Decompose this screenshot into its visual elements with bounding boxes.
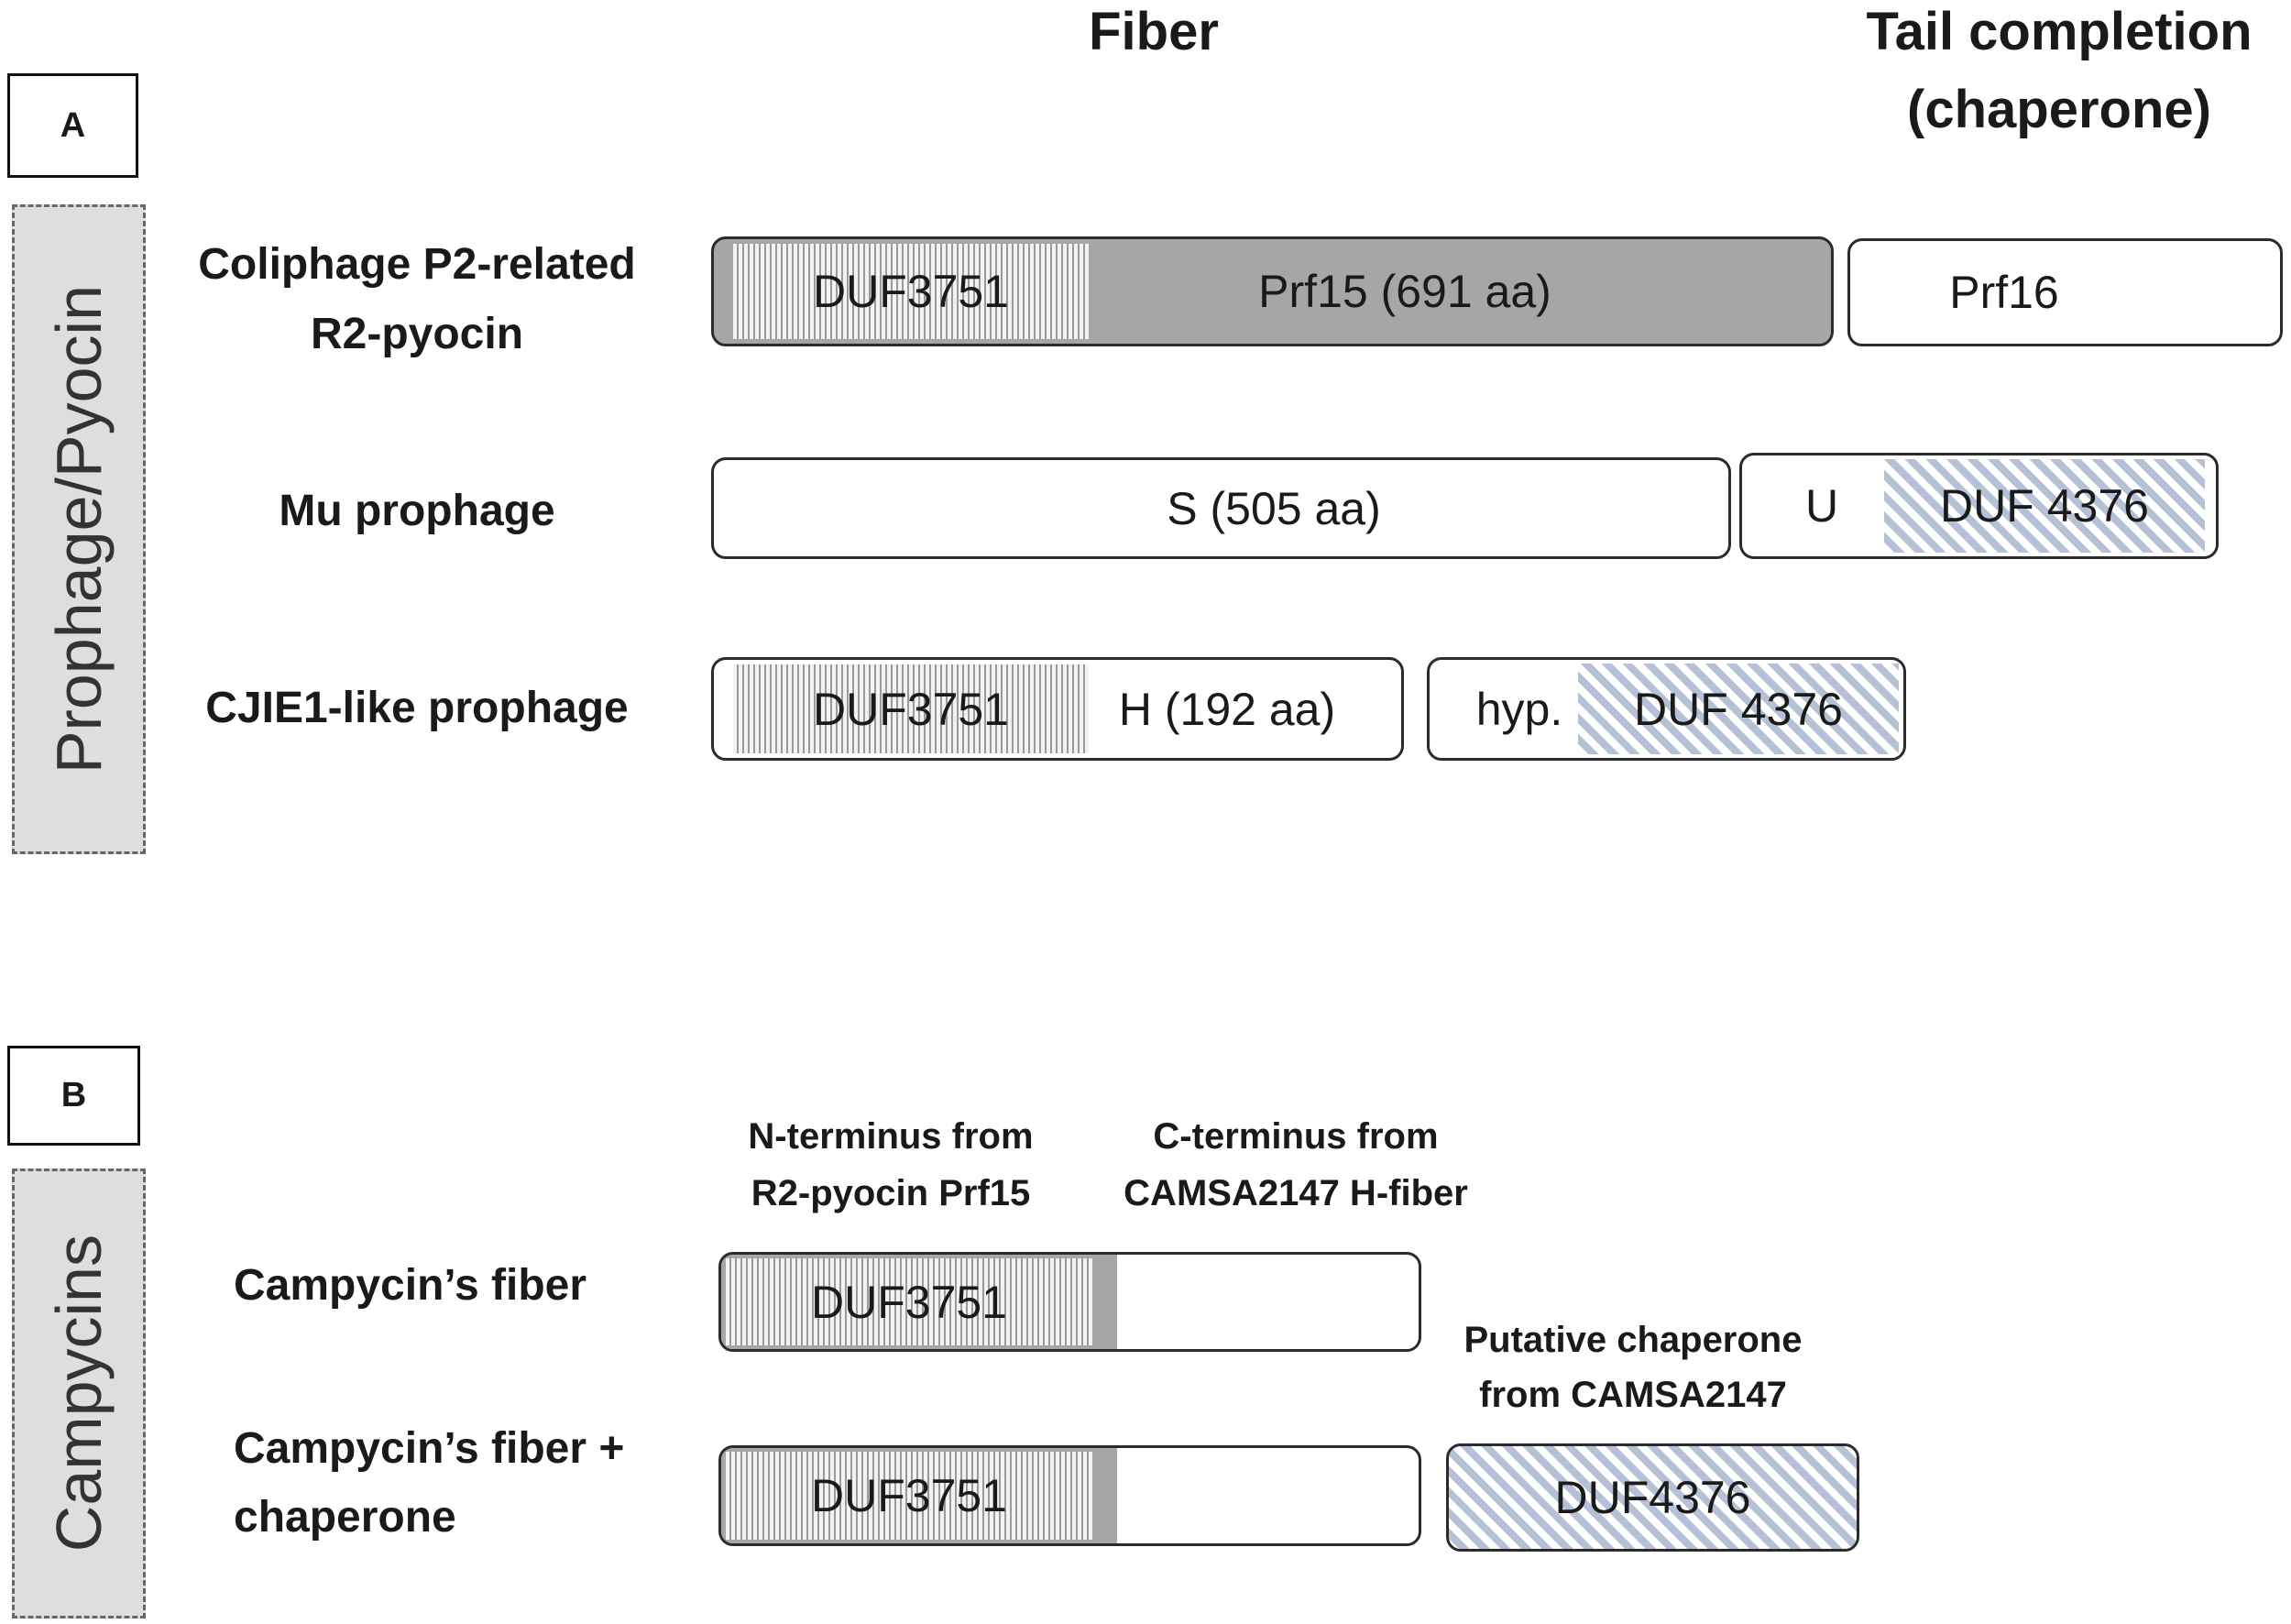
row-label-p2-line2: R2-pyocin bbox=[310, 310, 524, 358]
row-label-mu: Mu prophage bbox=[279, 487, 555, 535]
u-duf4376-label: DUF 4376 bbox=[1940, 480, 2149, 532]
panel-b-label: B bbox=[7, 1046, 140, 1146]
prf16-label: Prf16 bbox=[1949, 267, 2059, 318]
row-label-p2-line1: Coliphage P2-related bbox=[198, 240, 636, 289]
tail-completion-header-line1: Tail completion bbox=[1866, 2, 2253, 61]
prf15-fiber-bar: DUF3751 Prf15 (691 aa) bbox=[711, 236, 1834, 346]
row-label-campycin-fiber-chaperone-line1: Campycin’s fiber + bbox=[234, 1424, 625, 1473]
row-label-campycin-fiber-chaperone-line2: chaperone bbox=[234, 1493, 456, 1542]
prf15-protein-label: Prf15 (691 aa) bbox=[1258, 266, 1551, 317]
c-terminus-header-line2: CAMSA2147 H-fiber bbox=[1124, 1173, 1468, 1213]
s-fiber-bar: S (505 aa) bbox=[711, 457, 1731, 559]
tail-completion-header-line2: (chaperone) bbox=[1907, 80, 2211, 139]
campycins-group-label: Campycins bbox=[43, 1234, 115, 1553]
h-duf3751-label: DUF3751 bbox=[813, 683, 1009, 735]
fiber-column-header: Fiber bbox=[1089, 2, 1219, 61]
s-protein-label: S (505 aa) bbox=[1167, 482, 1381, 534]
campycin-fiber-chaperone-duf3751-label: DUF3751 bbox=[811, 1470, 1007, 1521]
prf16-chaperone-box: Prf16 bbox=[1847, 238, 2283, 346]
hyp-duf4376-domain bbox=[1578, 664, 1899, 754]
row-label-cjie1: CJIE1-like prophage bbox=[205, 684, 629, 732]
u-chaperone-box: U DUF 4376 bbox=[1739, 453, 2219, 559]
row-label-campycin-fiber: Campycin’s fiber bbox=[234, 1261, 587, 1310]
u-duf4376-domain bbox=[1884, 459, 2205, 553]
h-protein-label: H (192 aa) bbox=[1118, 683, 1336, 735]
hyp-chaperone-box: hyp. DUF 4376 bbox=[1427, 657, 1906, 761]
putative-chaperone-header-line1: Putative chaperone bbox=[1463, 1320, 1803, 1360]
hyp-protein-label: hyp. bbox=[1475, 683, 1563, 735]
campycin-fiber-chaperone-duf3751-domain bbox=[726, 1452, 1092, 1540]
campycin-fiber-chaperone-bar: DUF3751 bbox=[718, 1445, 1421, 1546]
prf15-duf3751-label: DUF3751 bbox=[813, 266, 1009, 317]
campycin-fiber-bar: DUF3751 bbox=[718, 1252, 1421, 1352]
h-fiber-bar: DUF3751 H (192 aa) bbox=[711, 657, 1404, 761]
campycin-duf4376-label: DUF4376 bbox=[1554, 1472, 1751, 1523]
campycin-fiber-duf3751-label: DUF3751 bbox=[811, 1276, 1007, 1328]
c-terminus-header-line1: C-terminus from bbox=[1153, 1116, 1439, 1157]
prf15-duf3751-domain bbox=[733, 244, 1089, 339]
n-terminus-header-line2: R2-pyocin Prf15 bbox=[751, 1173, 1031, 1213]
prophage-pyocin-group: Prophage/Pyocin bbox=[12, 204, 146, 854]
campycins-group: Campycins bbox=[12, 1169, 146, 1619]
panel-a-label: A bbox=[7, 73, 138, 178]
putative-chaperone-header-line2: from CAMSA2147 bbox=[1479, 1375, 1787, 1415]
h-duf3751-domain bbox=[733, 664, 1089, 753]
hyp-duf4376-label: DUF 4376 bbox=[1634, 683, 1843, 735]
prophage-pyocin-group-label: Prophage/Pyocin bbox=[43, 284, 115, 774]
u-protein-label: U bbox=[1804, 480, 1839, 532]
campycin-fiber-duf3751-domain bbox=[726, 1258, 1092, 1345]
campycin-duf4376-chaperone-box: DUF4376 bbox=[1446, 1443, 1859, 1552]
n-terminus-header-line1: N-terminus from bbox=[748, 1116, 1034, 1157]
